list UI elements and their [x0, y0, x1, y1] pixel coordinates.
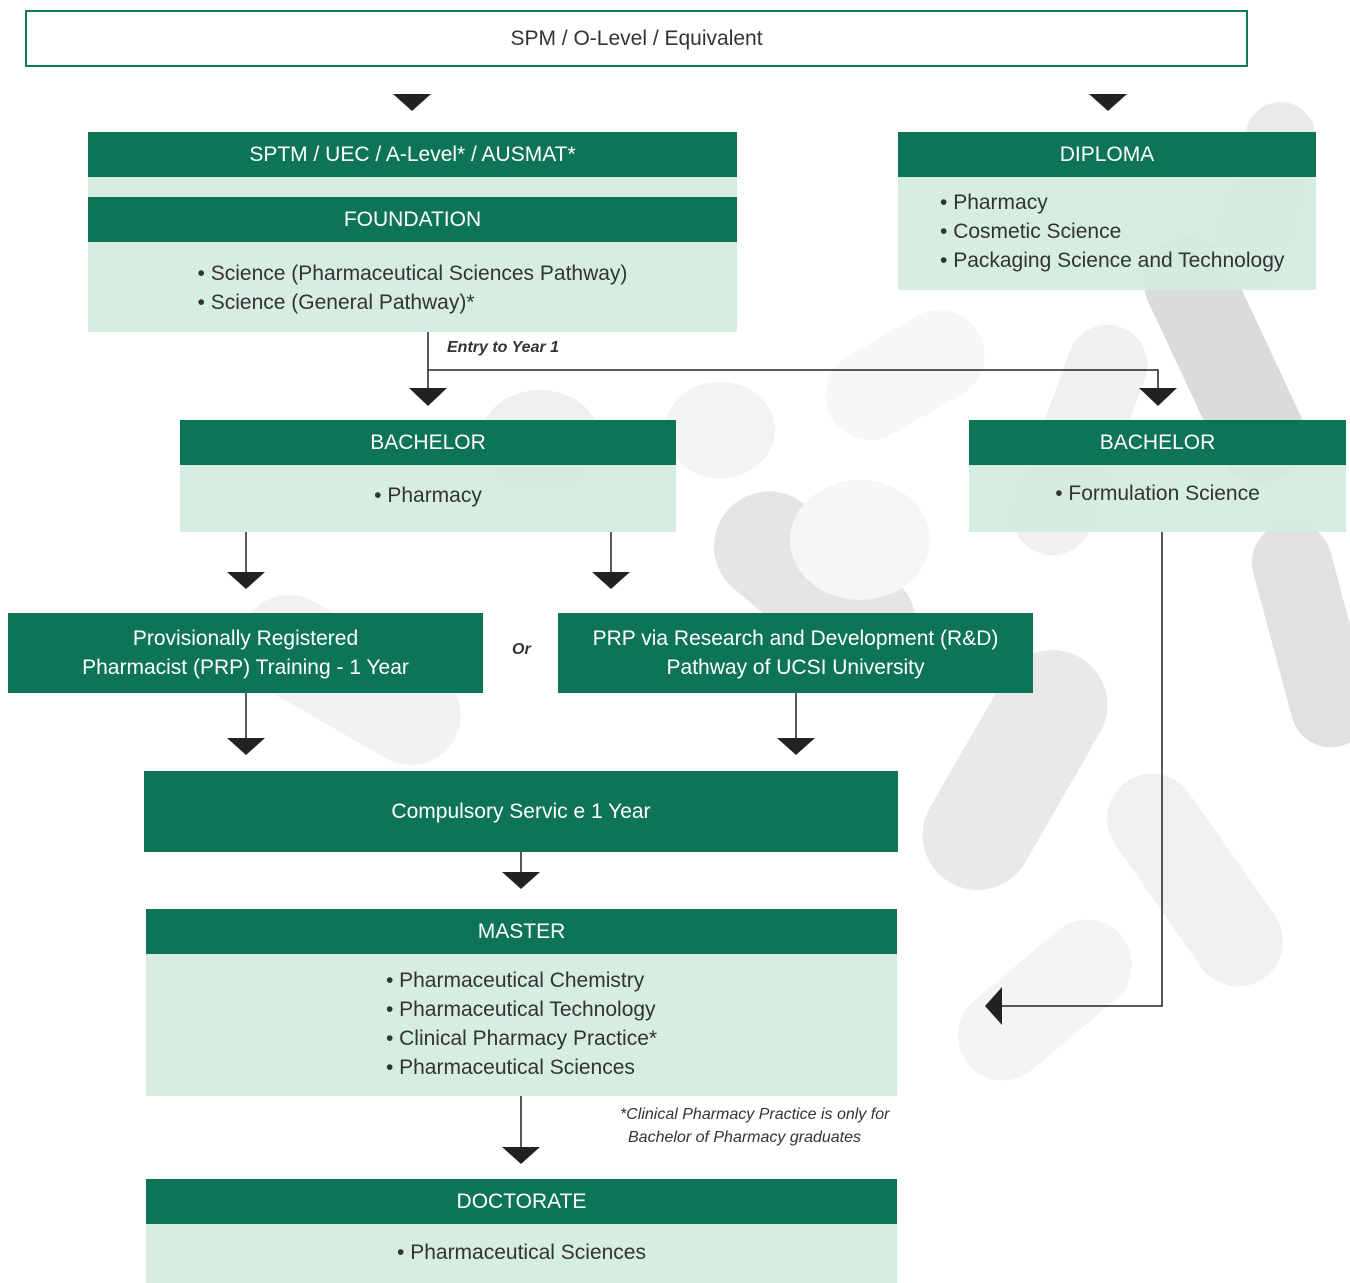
- entry-to-year-note: Entry to Year 1: [447, 339, 560, 356]
- diploma-header: DIPLOMA: [898, 132, 1316, 177]
- bachelor-pharmacy-list: Pharmacy: [374, 481, 482, 532]
- diploma-title: DIPLOMA: [1059, 143, 1155, 166]
- prp-training-box: Provisionally Registered Pharmacist (PRP…: [8, 613, 483, 693]
- prp-research-line2: Pathway of UCSI University: [666, 656, 925, 679]
- bachelor-formulation-title: BACHELOR: [1099, 431, 1216, 454]
- bachelor-formulation-item: Formulation Science: [1055, 479, 1259, 508]
- foundation-item: Science (Pharmaceutical Sciences Pathway…: [198, 259, 628, 288]
- foundation-list: Science (Pharmaceutical Sciences Pathway…: [198, 259, 628, 332]
- bachelor-pharmacy-body: Pharmacy: [180, 465, 676, 532]
- doctorate-title: DOCTORATE: [456, 1190, 587, 1213]
- master-footnote-line1: *Clinical Pharmacy Practice is only for: [620, 1106, 890, 1123]
- master-footnote-line2: Bachelor of Pharmacy graduates: [628, 1129, 862, 1146]
- entry-box: SPM / O-Level / Equivalent: [25, 10, 1248, 67]
- pre-university-spacer: [88, 177, 737, 197]
- bachelor-pharmacy-title: BACHELOR: [370, 431, 486, 454]
- entry-label: SPM / O-Level / Equivalent: [510, 26, 763, 50]
- doctorate-header: DOCTORATE: [146, 1179, 897, 1224]
- master-footnote: *Clinical Pharmacy Practice is only for …: [620, 1103, 889, 1149]
- diploma-item: Cosmetic Science: [940, 217, 1316, 246]
- doctorate-list: Pharmaceutical Sciences: [397, 1238, 646, 1283]
- master-body: Pharmaceutical Chemistry Pharmaceutical …: [146, 954, 897, 1096]
- prp-research-line1: PRP via Research and Development (R&D): [592, 627, 999, 650]
- foundation-header: FOUNDATION: [88, 197, 737, 242]
- prp-training-line2: Pharmacist (PRP) Training - 1 Year: [82, 656, 409, 679]
- foundation-body: Science (Pharmaceutical Sciences Pathway…: [88, 242, 737, 332]
- master-item: Clinical Pharmacy Practice*: [386, 1024, 657, 1053]
- master-list: Pharmaceutical Chemistry Pharmaceutical …: [386, 966, 657, 1096]
- doctorate-body: Pharmaceutical Sciences: [146, 1224, 897, 1283]
- pre-university-label: SPTM / UEC / A-Level* / AUSMAT*: [249, 143, 576, 166]
- diploma-list: Pharmacy Cosmetic Science Packaging Scie…: [940, 188, 1316, 275]
- pre-university-header: SPTM / UEC / A-Level* / AUSMAT*: [88, 132, 737, 177]
- master-header: MASTER: [146, 909, 897, 954]
- foundation-item: Science (General Pathway)*: [198, 288, 628, 317]
- master-item: Pharmaceutical Chemistry: [386, 966, 657, 995]
- diploma-body: Pharmacy Cosmetic Science Packaging Scie…: [898, 177, 1316, 290]
- bachelor-pharmacy-header: BACHELOR: [180, 420, 676, 465]
- bachelor-formulation-header: BACHELOR: [969, 420, 1346, 465]
- prp-research-box: PRP via Research and Development (R&D) P…: [558, 613, 1033, 693]
- foundation-title: FOUNDATION: [343, 208, 482, 231]
- diploma-item: Pharmacy: [940, 188, 1316, 217]
- master-title: MASTER: [477, 920, 566, 943]
- or-label: Or: [512, 641, 531, 658]
- bachelor-formulation-body: Formulation Science: [969, 465, 1346, 532]
- compulsory-service-box: Compulsory Servic e 1 Year: [144, 771, 898, 852]
- diploma-item: Packaging Science and Technology: [940, 246, 1316, 275]
- master-item: Pharmaceutical Technology: [386, 995, 657, 1024]
- bachelor-formulation-list: Formulation Science: [1055, 479, 1259, 532]
- compulsory-service-label: Compulsory Servic e 1 Year: [391, 800, 651, 823]
- doctorate-item: Pharmaceutical Sciences: [397, 1238, 646, 1267]
- master-item: Pharmaceutical Sciences: [386, 1053, 657, 1082]
- bachelor-pharmacy-item: Pharmacy: [374, 481, 482, 510]
- prp-training-line1: Provisionally Registered: [132, 627, 359, 650]
